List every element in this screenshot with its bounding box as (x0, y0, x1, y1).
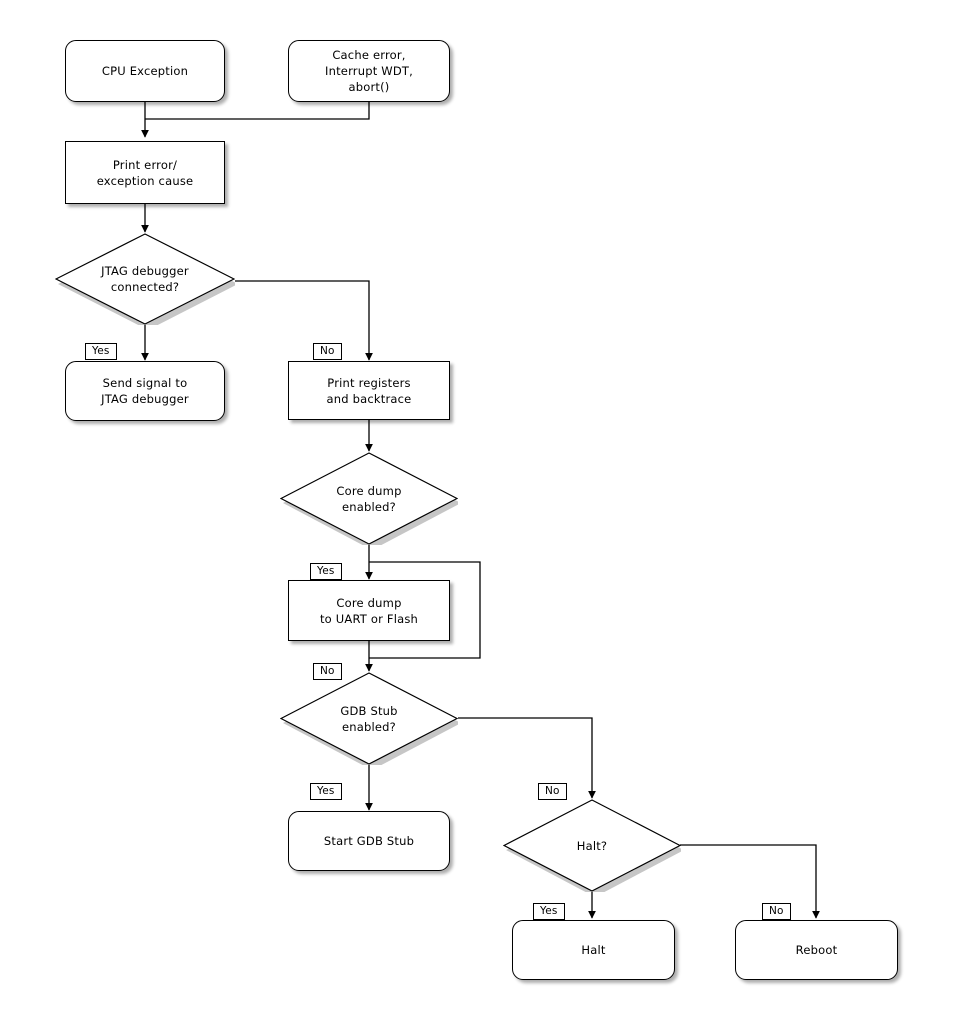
edge-label-halt-no: No (762, 903, 791, 920)
node-cache-error[interactable]: Cache error, Interrupt WDT, abort() (288, 40, 450, 102)
node-start-gdb-stub[interactable]: Start GDB Stub (288, 811, 450, 871)
node-halt[interactable]: Halt (512, 920, 675, 980)
node-cpu-exception[interactable]: CPU Exception (65, 40, 225, 102)
node-send-signal-label: Send signal to JTAG debugger (101, 376, 189, 406)
node-jtag-connected[interactable]: JTAG debugger connected? (55, 233, 235, 325)
edge-gdbstub-no (458, 717, 596, 799)
node-gdb-stub-enabled[interactable]: GDB Stub enabled? (280, 672, 458, 765)
diamond-shape (280, 452, 458, 545)
edge-label-coredump-yes: Yes (310, 563, 342, 580)
node-cache-error-label: Cache error, Interrupt WDT, abort() (325, 48, 413, 94)
edge-halt-no (680, 844, 820, 919)
diamond-shape (280, 672, 458, 765)
edge-label-jtag-yes: Yes (85, 343, 117, 360)
edge-jtag-no (235, 280, 373, 361)
node-core-dump-enabled[interactable]: Core dump enabled? (280, 452, 458, 545)
diamond-shape (55, 233, 235, 325)
edge-cache-to-print (145, 102, 370, 120)
node-reboot-label: Reboot (795, 943, 838, 957)
node-print-error[interactable]: Print error/ exception cause (65, 141, 225, 204)
edge-label-halt-yes: Yes (533, 903, 565, 920)
node-core-dump-output[interactable]: Core dump to UART or Flash (288, 580, 450, 641)
edge-label-jtag-no: No (313, 343, 342, 360)
edge-label-gdbstub-yes: Yes (310, 783, 342, 800)
node-print-registers[interactable]: Print registers and backtrace (288, 361, 450, 420)
node-halt-question[interactable]: Halt? (503, 799, 681, 892)
diamond-shape (503, 799, 681, 892)
node-cpu-exception-label: CPU Exception (101, 64, 189, 78)
node-start-gdb-stub-label: Start GDB Stub (323, 834, 415, 848)
node-reboot[interactable]: Reboot (735, 920, 898, 980)
node-core-dump-output-label: Core dump to UART or Flash (319, 595, 419, 626)
node-print-error-label: Print error/ exception cause (96, 157, 194, 188)
node-send-signal[interactable]: Send signal to JTAG debugger (65, 361, 225, 421)
edge-label-gdbstub-no: No (538, 783, 567, 800)
edge-label-coredump-no: No (313, 663, 342, 680)
node-print-registers-label: Print registers and backtrace (326, 375, 412, 406)
node-halt-label: Halt (581, 943, 606, 957)
